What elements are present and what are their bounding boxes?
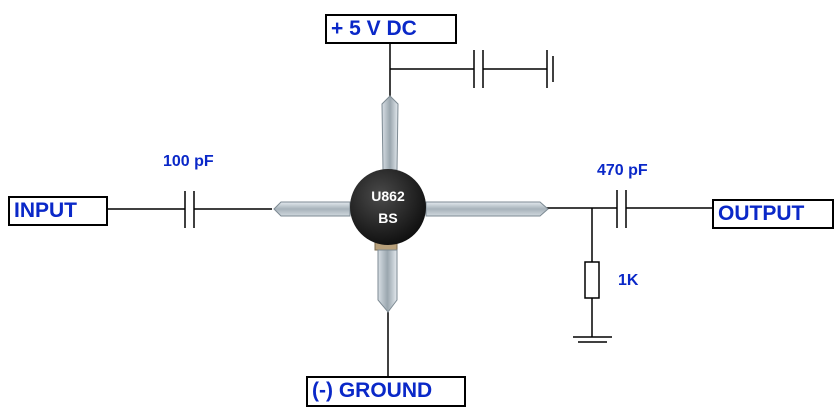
input-cap-value: 100 pF: [163, 153, 214, 170]
input-label: INPUT: [8, 196, 108, 226]
lead-top: [381, 95, 399, 171]
lead-bottom: [377, 249, 398, 313]
transistor-body: [350, 169, 426, 245]
supply-label: + 5 V DC: [325, 14, 457, 44]
output-label: OUTPUT: [712, 199, 834, 229]
output-cap-value: 470 pF: [597, 162, 648, 179]
lead-left: [273, 201, 351, 217]
chip-marking-line-1: U862: [371, 188, 405, 204]
chip-marking-line-2: BS: [378, 210, 397, 226]
ground-label: (-) GROUND: [306, 376, 466, 407]
lead-right: [425, 201, 549, 217]
resistor-value: 1K: [618, 272, 639, 289]
resistor-body: [584, 261, 600, 299]
